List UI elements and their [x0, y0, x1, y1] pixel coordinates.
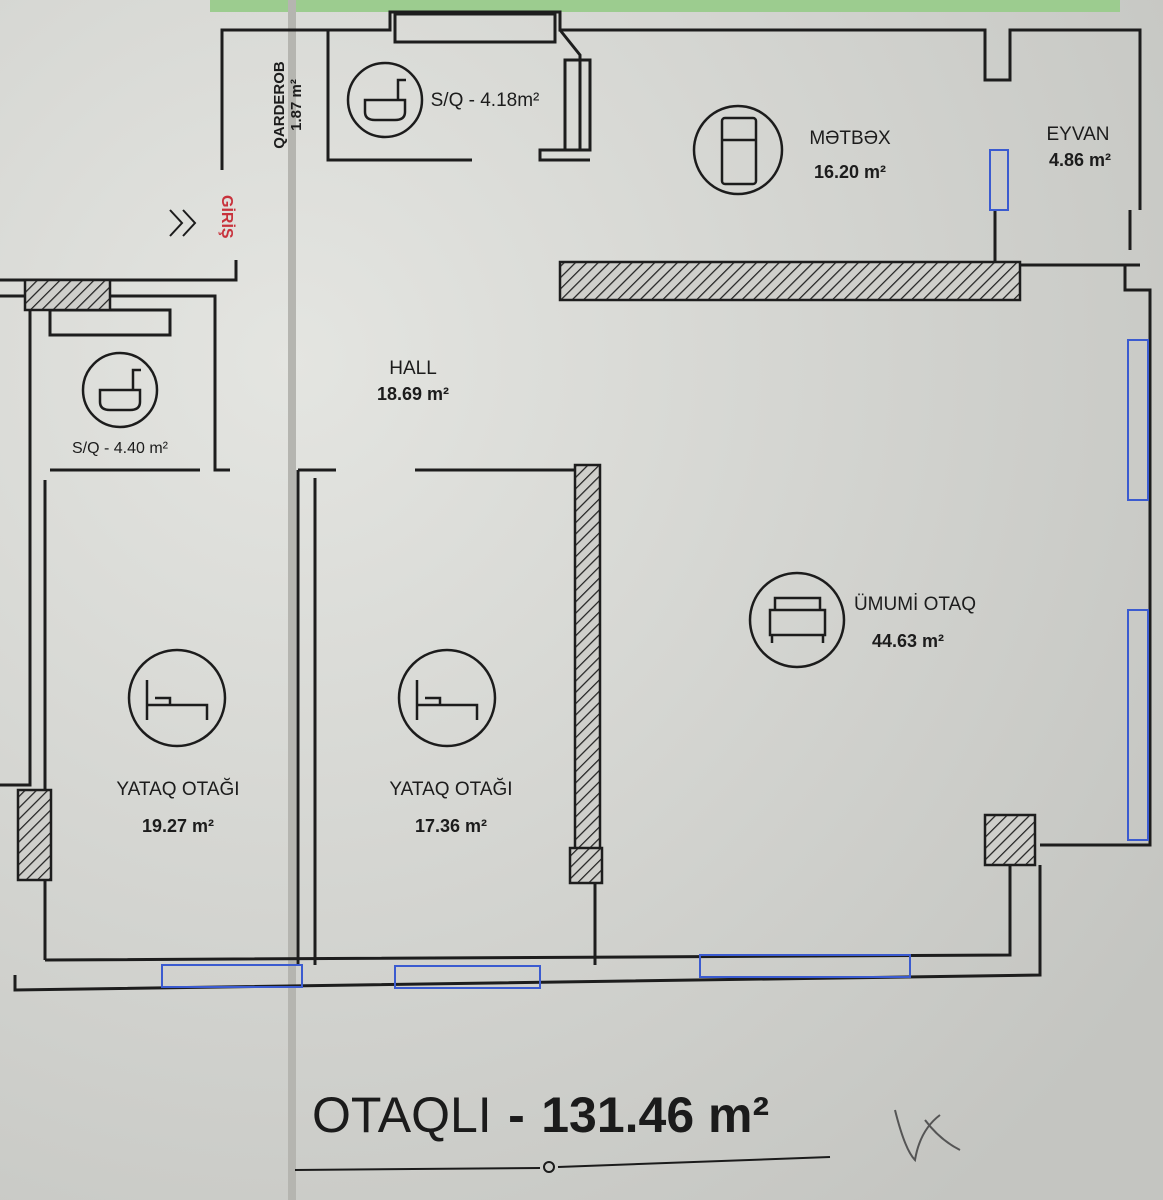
- bedroom2-name: YATAQ OTAĞI: [389, 778, 512, 800]
- balcony-area: 4.86 m²: [1049, 150, 1111, 170]
- wardrobe-area: 1.87 m²: [288, 79, 305, 131]
- apartment-title: OTAQLI - 131.46 m²: [312, 1087, 769, 1143]
- living-area: 44.63 m²: [872, 631, 944, 651]
- entrance-label: GİRİŞ: [218, 195, 236, 239]
- hatched-walls: [16, 260, 1037, 885]
- title-underline-left: [294, 1167, 541, 1171]
- walls: [0, 10, 1152, 992]
- sofa-icon: [748, 571, 846, 669]
- hall-area: 18.69 m²: [377, 384, 449, 404]
- bath-top-label: S/Q - 4.18m²: [431, 90, 540, 111]
- title-separator: -: [508, 1087, 525, 1143]
- bedroom1-area: 19.27 m²: [142, 816, 214, 836]
- living-name: ÜMUMİ OTAQ: [854, 594, 976, 615]
- wardrobe-name: QARDEROB: [271, 61, 288, 149]
- bathtub-icon-left: [81, 351, 159, 429]
- bed-icon-1: [127, 648, 227, 748]
- bath-left-label: S/Q - 4.40 m²: [72, 440, 169, 457]
- hall-name: HALL: [389, 358, 437, 379]
- entrance-arrow-icon: [169, 209, 197, 237]
- total-area: 131.46 m²: [541, 1087, 769, 1143]
- kitchen-name: MƏTBƏX: [809, 128, 891, 149]
- bedroom2-area: 17.36 m²: [415, 816, 487, 836]
- balcony-name: EYVAN: [1046, 124, 1109, 145]
- bedroom1-name: YATAQ OTAĞI: [116, 778, 239, 800]
- green-strip: [210, 0, 1120, 12]
- title-underline-right: [557, 1156, 831, 1168]
- title-underline-dot: [543, 1161, 555, 1173]
- handwritten-mark: [894, 1109, 961, 1163]
- kitchen-area: 16.20 m²: [814, 162, 886, 182]
- windows: [161, 149, 1149, 989]
- bathtub-icon-top: [346, 61, 424, 139]
- bed-icon-2: [397, 648, 497, 748]
- fridge-icon: [692, 104, 784, 196]
- apartment-type: OTAQLI: [312, 1087, 492, 1143]
